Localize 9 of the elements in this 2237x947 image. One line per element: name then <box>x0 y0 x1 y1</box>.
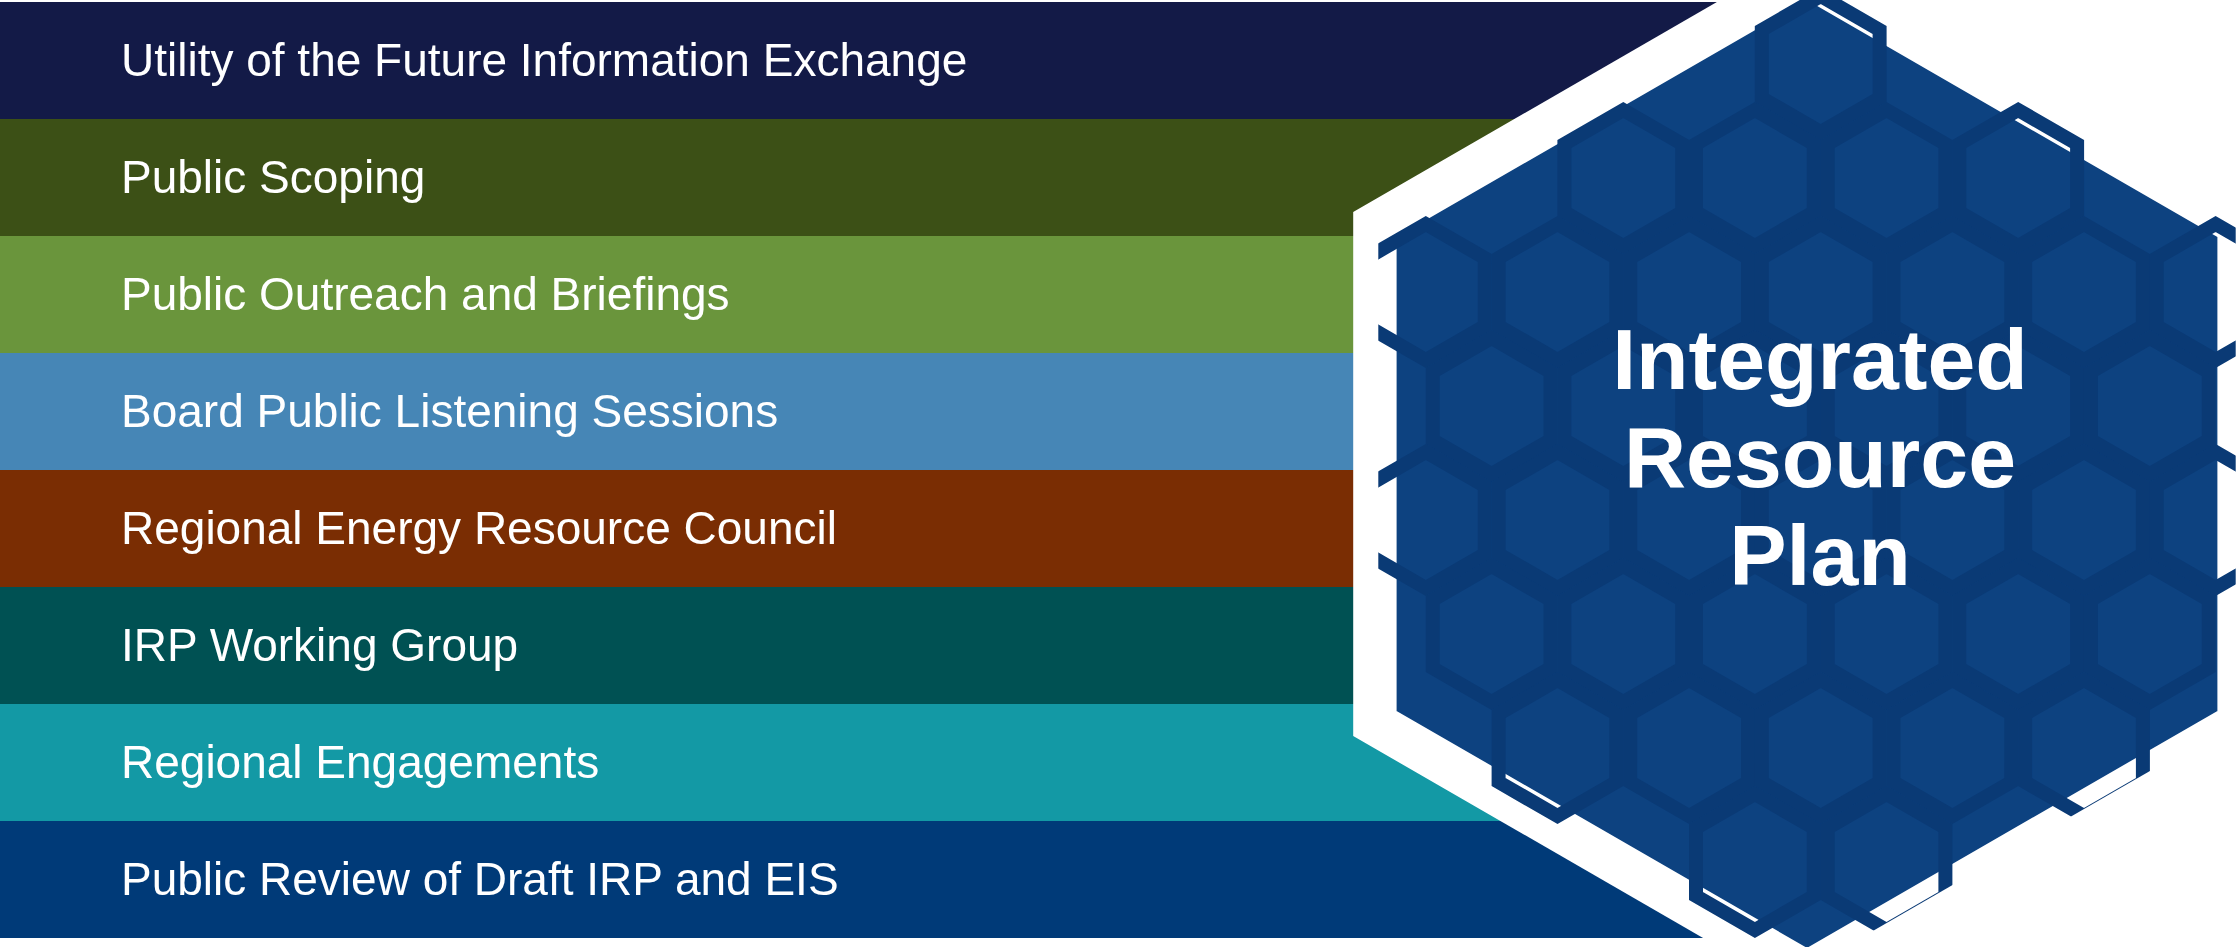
category-bar: IRP Working Group <box>0 587 1354 704</box>
category-bar: Public Outreach and Briefings <box>0 236 1354 353</box>
category-bar: Regional Engagements <box>0 704 1501 821</box>
category-bar: Board Public Listening Sessions <box>0 353 1354 470</box>
category-bar: Utility of the Future Information Exchange <box>0 2 1717 119</box>
category-bar: Regional Energy Resource Council <box>0 470 1354 587</box>
category-bar: Public Scoping <box>0 119 1515 236</box>
hexagon-title: Integrated Resource Plan <box>1611 310 2029 604</box>
category-bar: Public Review of Draft IRP and EIS <box>0 821 1704 938</box>
